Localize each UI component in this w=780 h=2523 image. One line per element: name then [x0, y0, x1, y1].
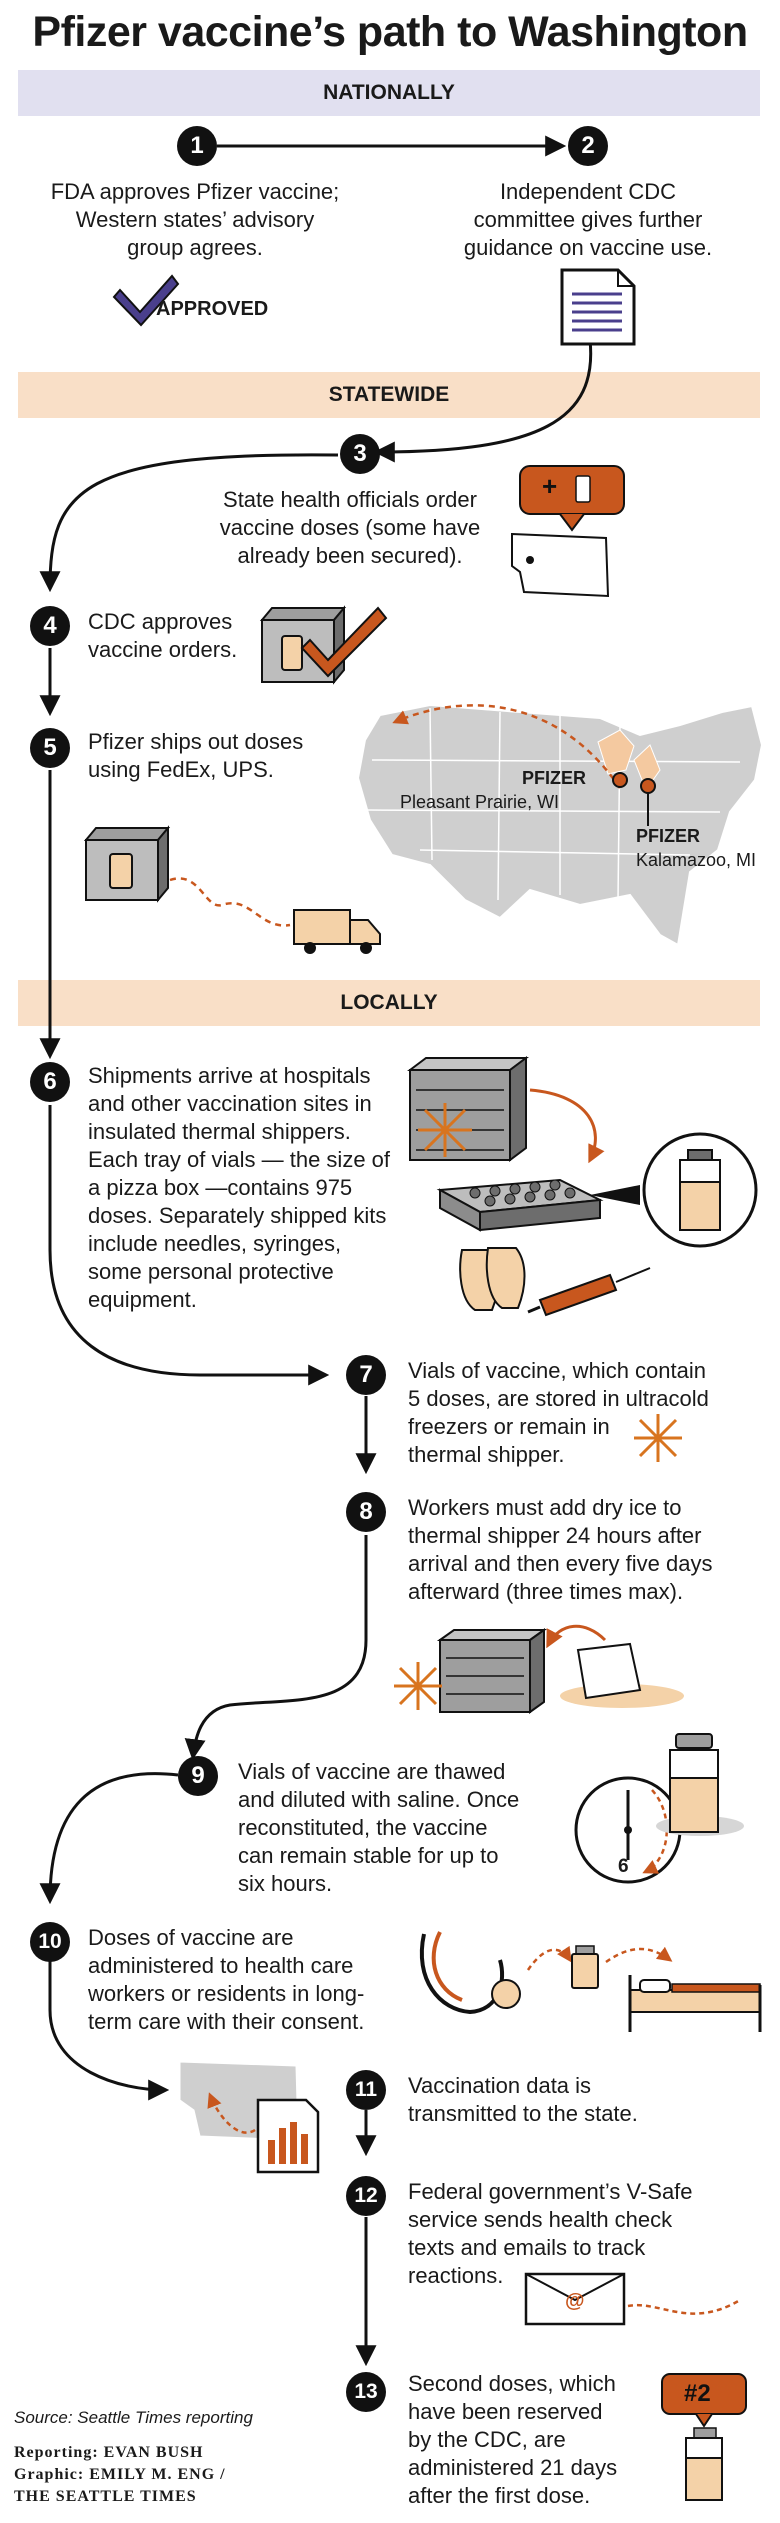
pfizer-label-wi: PFIZER — [522, 768, 587, 788]
step-number-4: 4 — [30, 606, 70, 646]
kalamazoo-label: Kalamazoo, MI — [636, 850, 757, 870]
flow-path — [39, 135, 593, 2367]
clock-icon — [574, 1776, 682, 1884]
snowflake-icon — [418, 1103, 472, 1157]
vial-icon — [656, 1733, 744, 1836]
step-number-6: 6 — [30, 1062, 70, 1102]
snowflake-icon — [634, 1414, 682, 1462]
small-vial-icon — [571, 1945, 673, 1989]
step-number-11: 11 — [346, 2070, 386, 2110]
pfizer-label-mi: PFIZER — [636, 826, 701, 846]
washington-state-icon — [511, 532, 610, 598]
section-band-nationally: NATIONALLY — [18, 70, 760, 116]
step-number-12: 12 — [346, 2176, 386, 2216]
plus-sign: + — [542, 471, 558, 501]
dry-ice-shipper-icon — [436, 1624, 684, 1714]
step-number-5: 5 — [30, 728, 70, 768]
approved-label: APPROVED — [156, 298, 269, 320]
second-dose-badge-icon — [661, 2373, 747, 2428]
email-at-label: @ — [565, 2290, 585, 2312]
section-band-locally: LOCALLY — [18, 980, 760, 1026]
stethoscope-icon — [419, 1931, 572, 2015]
thermal-shipper-icon — [407, 1056, 605, 1164]
graphic-credit: Graphic: EMILY M. ENG / — [14, 2466, 226, 2483]
pleasant-prairie-label: Pleasant Prairie, WI — [400, 792, 560, 812]
step-number-1: 1 — [177, 126, 217, 166]
delivery-truck-icon — [293, 909, 381, 954]
step-number-10: 10 — [30, 1922, 70, 1962]
vial-icon — [685, 2427, 723, 2501]
report-chart-icon — [256, 2098, 320, 2174]
vial-tray-icon — [436, 1178, 640, 1232]
document-icon — [560, 268, 636, 346]
syringe-icon — [527, 1267, 651, 1317]
second-dose-badge-label: #2 — [684, 2380, 711, 2407]
step-text-1: FDA approves Pfizer vaccine;Western stat… — [50, 179, 340, 260]
step-number-7: 7 — [346, 1355, 386, 1395]
vial-closeup-icon — [642, 1132, 758, 1248]
reporting-credit: Reporting: EVAN BUSH — [14, 2444, 204, 2461]
bed-icon — [628, 1975, 762, 2032]
step-number-3: 3 — [340, 434, 380, 474]
publisher-credit: THE SEATTLE TIMES — [14, 2488, 197, 2505]
clock-six-label: 6 — [618, 1856, 629, 1877]
email-envelope-icon — [524, 2272, 741, 2326]
snowflake-icon — [394, 1662, 442, 1710]
vaccine-box-icon — [83, 825, 291, 927]
page-title: Pfizer vaccine’s path to Washington — [32, 8, 748, 56]
step-number-13: 13 — [346, 2372, 386, 2412]
source-credit: Source: Seattle Times reporting — [14, 2408, 253, 2427]
approved-box-icon — [259, 605, 388, 685]
us-map-icon — [356, 703, 764, 947]
approved-check-icon — [112, 274, 180, 327]
step-number-2: 2 — [568, 126, 608, 166]
step-number-9: 9 — [178, 1756, 218, 1796]
section-band-statewide: STATEWIDE — [18, 372, 760, 418]
step-number-8: 8 — [346, 1492, 386, 1532]
gloves-icon — [459, 1247, 526, 1311]
order-bubble-icon — [519, 465, 625, 532]
